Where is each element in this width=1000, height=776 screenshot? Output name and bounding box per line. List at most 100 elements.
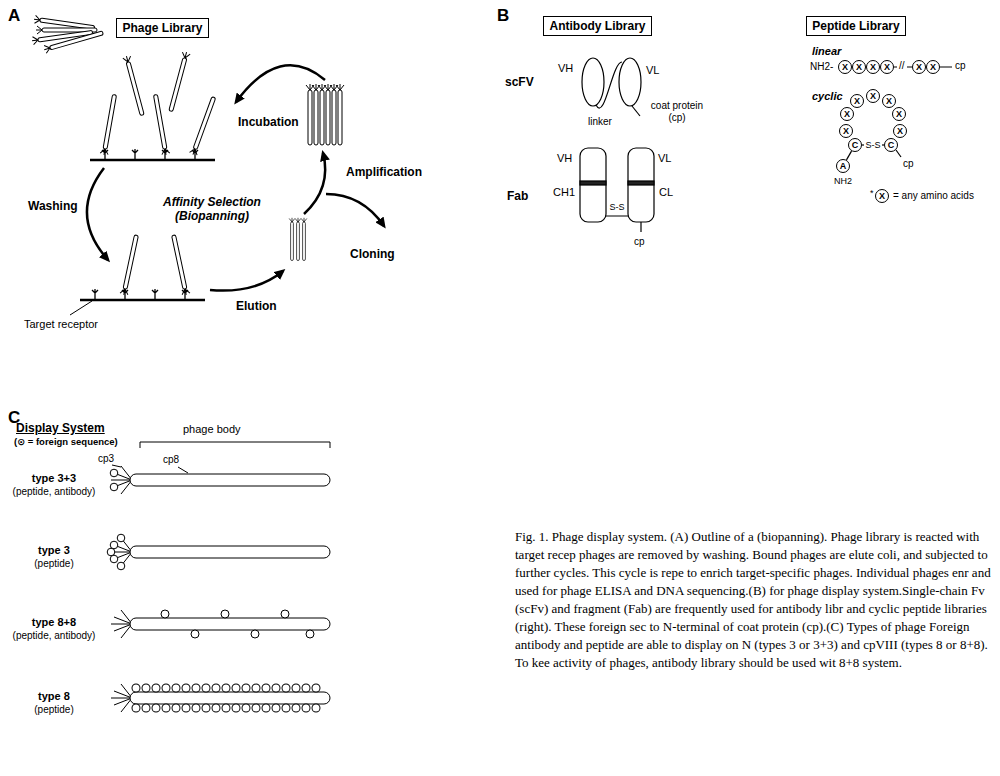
figure-caption: Fig. 1. Phage display system. (A) Outlin… [515,528,993,672]
library-box: Peptide Library [806,16,906,36]
figure-label: Elution [236,300,277,314]
figure-label: NH2 [834,176,852,186]
figure-label: cp [903,158,914,170]
residue-circle: X [839,124,853,138]
library-box: Antibody Library [543,16,652,36]
figure-label: (peptide) [4,558,104,570]
line-art [896,150,901,157]
node-label: X [842,63,848,72]
line-art [111,466,132,494]
node-label: X [886,97,892,106]
line-art [210,271,283,291]
node-label: X [843,127,849,136]
cycle-arrows [87,65,384,290]
shape-art [161,610,169,618]
residue-circle: X [850,94,864,108]
top-target-plate [90,51,218,160]
figure-label: // [899,60,905,72]
figure-label: Incubation [238,116,299,130]
shape-art [189,96,217,156]
line-art [90,159,215,162]
shape-art [281,610,289,618]
phage-body-bracket [140,442,330,448]
shape-art [152,94,170,155]
shape-art [130,692,330,704]
figure-label: * [870,188,874,198]
node-label: X [844,110,850,119]
node-label: C [888,141,895,150]
shape-art [100,94,118,155]
figure-label: = any amino acids [893,190,974,202]
residue-circle: X [892,107,906,121]
shape-art [191,630,199,638]
shape-art [324,84,332,145]
shape-art [123,55,147,116]
residue-circle: C [884,138,898,152]
shape-art [170,234,191,295]
residue-circle: X [893,124,907,138]
figure-label: (peptide, antibody) [4,630,104,642]
figure-label: type 8 [4,690,104,703]
shape-art [301,218,307,261]
figure-label: NH2- [810,61,833,73]
shape-art [318,84,326,145]
residue-circle: C [848,138,862,152]
shape-art [289,218,295,261]
figure-label: linker [588,116,612,128]
line-art [304,153,325,214]
phage-library-cluster [32,15,104,53]
figure-label: Cloning [350,248,395,262]
line-art [87,168,108,260]
shape-art [136,684,326,693]
residue-circle: X [912,60,926,74]
node-label: X [870,63,876,72]
shape-art [306,84,314,145]
figure-label: cp [634,236,645,248]
residue-circle: X [926,60,940,74]
phage-type-3 [107,534,330,570]
node-label: Peptide Library [812,19,899,33]
shape-art [117,534,125,542]
shape-art [107,548,115,556]
node-label: X [916,63,922,72]
residue-circle: X [882,94,896,108]
shape-art [110,541,118,549]
node-label: X [879,192,885,201]
scfv-drawing [582,58,641,116]
phage-type-8 [111,684,330,712]
figure-label: S-S [606,202,628,212]
node-label: C [852,141,859,150]
figure-label: CH1 [553,186,575,199]
shape-art [110,469,118,477]
phage-type-8-8 [111,610,330,638]
node-label: X [930,63,936,72]
shape-art [136,705,326,712]
shape-art [295,218,301,261]
shape-art [136,685,326,692]
node-label: Phage Library [122,21,202,35]
line-art [80,299,205,302]
line-art [606,216,641,232]
edge-label: S-S [864,141,881,150]
shape-art [619,58,641,106]
bond-line [846,151,851,160]
phage-type-3-3 [110,466,330,494]
shape-art [92,289,98,299]
library-box: Phage Library [116,18,209,38]
node-label: A [840,162,847,171]
shape-art [43,29,104,54]
figure-label: Affinity Selection (Biopanning) [150,196,274,224]
figure-label: Target receptor [24,318,98,331]
shape-art [110,483,118,491]
node-label: X [884,63,890,72]
residue-circle: A [836,159,850,173]
line-art [596,62,622,108]
shape-art [132,149,138,159]
figure-label: coat protein (cp) [646,100,708,123]
eluted-phages [289,218,307,261]
line-art [632,106,640,116]
figure-label: (peptide) [4,704,104,716]
figure-label: cp8 [163,454,179,466]
node-label: X [896,110,902,119]
